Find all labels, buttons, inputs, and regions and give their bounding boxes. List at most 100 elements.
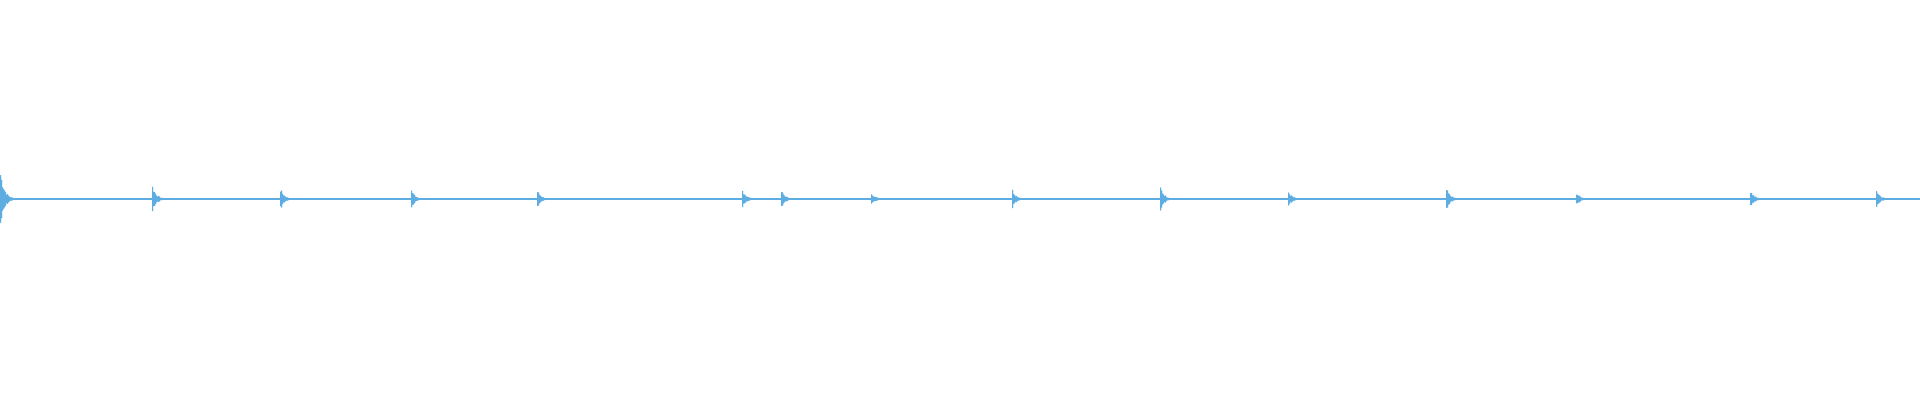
waveform-sample — [1753, 195, 1755, 203]
waveform-sample — [1889, 198, 1891, 200]
waveform-sample — [1590, 198, 1592, 200]
waveform-sample — [1292, 196, 1294, 202]
waveform-sample — [1170, 198, 1172, 200]
waveform-burst — [781, 191, 798, 207]
waveform-sample — [1302, 198, 1304, 200]
waveform-sample — [1024, 198, 1026, 200]
waveform-sample — [1161, 190, 1163, 208]
waveform-bursts — [0, 175, 1893, 223]
waveform-sample — [876, 197, 878, 201]
waveform-sample — [885, 198, 887, 200]
waveform-sample — [1017, 197, 1019, 201]
waveform-sample — [1453, 197, 1455, 201]
waveform-sample — [1758, 197, 1760, 201]
waveform-sample — [1298, 198, 1300, 200]
waveform-sample — [786, 196, 788, 202]
waveform-sample — [420, 198, 422, 200]
waveform-sample — [1754, 196, 1756, 202]
waveform-sample — [4, 190, 6, 208]
waveform-sample — [879, 198, 881, 200]
waveform-sample — [551, 198, 553, 200]
waveform-burst — [411, 190, 428, 208]
waveform-burst — [0, 175, 17, 223]
waveform-sample — [1452, 196, 1454, 202]
waveform-sample — [1164, 195, 1166, 203]
waveform-sample — [284, 195, 286, 203]
waveform-sample — [748, 197, 750, 201]
waveform-sample — [1752, 195, 1754, 203]
waveform-sample — [781, 191, 783, 207]
waveform-sample — [1591, 198, 1593, 200]
waveform-sample — [1301, 198, 1303, 200]
waveform-sample — [542, 197, 544, 201]
waveform-sample — [883, 198, 885, 200]
waveform-sample — [538, 192, 540, 206]
waveform-sample — [787, 197, 789, 201]
waveform-sample — [1448, 193, 1450, 205]
waveform-sample — [15, 198, 17, 200]
waveform-sample — [1760, 198, 1762, 200]
waveform-sample — [1016, 195, 1018, 203]
waveform-sample — [1303, 198, 1305, 200]
waveform-sample — [1878, 194, 1880, 204]
waveform-burst — [871, 194, 888, 204]
waveform-sample — [12, 197, 14, 201]
waveform-sample — [424, 198, 426, 200]
waveform-sample — [884, 198, 886, 200]
waveform-sample — [282, 193, 284, 205]
waveform-burst — [1288, 192, 1305, 206]
waveform-sample — [281, 190, 283, 208]
waveform-sample — [877, 197, 879, 201]
waveform-sample — [1751, 192, 1753, 206]
waveform-sample — [1022, 198, 1024, 200]
waveform-sample — [422, 198, 424, 200]
waveform-sample — [1173, 198, 1175, 200]
waveform-sample — [162, 197, 164, 201]
waveform-sample — [287, 197, 289, 201]
waveform-sample — [1291, 195, 1293, 203]
waveform-sample — [754, 198, 756, 200]
waveform-sample — [1888, 198, 1890, 200]
waveform-sample — [789, 198, 791, 200]
waveform-sample — [295, 198, 297, 200]
waveform-sample — [1454, 197, 1456, 201]
waveform-sample — [418, 197, 420, 201]
waveform-burst — [152, 186, 169, 212]
waveform-burst — [1446, 190, 1463, 208]
waveform-burst — [1012, 189, 1029, 209]
waveform-burst — [1576, 194, 1593, 204]
waveform-sample — [784, 195, 786, 203]
waveform-sample — [413, 193, 415, 205]
waveform-sample — [878, 198, 880, 200]
waveform-sample — [288, 197, 290, 201]
waveform-sample — [417, 197, 419, 201]
waveform-sample — [1449, 194, 1451, 204]
waveform-sample — [416, 197, 418, 201]
waveform-sample — [756, 198, 758, 200]
waveform-sample — [286, 197, 288, 201]
waveform-sample — [1588, 198, 1590, 200]
waveform-sample — [1576, 194, 1578, 204]
waveform-sample — [750, 198, 752, 200]
waveform-sample — [871, 194, 873, 204]
waveform-sample — [743, 194, 745, 204]
waveform-sample — [1300, 198, 1302, 200]
waveform-sample — [795, 198, 797, 200]
waveform-sample — [1587, 198, 1589, 200]
waveform-sample — [1883, 197, 1885, 201]
waveform-sample — [1585, 198, 1587, 200]
waveform-sample — [742, 190, 744, 208]
waveform-sample — [1167, 197, 1169, 201]
waveform-sample — [1, 179, 3, 219]
waveform-sample — [1019, 197, 1021, 201]
waveform-sample — [546, 198, 548, 200]
waveform-sample — [283, 195, 285, 203]
waveform-sample — [744, 194, 746, 204]
waveform-sample — [1160, 187, 1162, 211]
waveform-sample — [426, 198, 428, 200]
waveform-sample — [154, 192, 156, 206]
waveform-sample — [1446, 190, 1448, 208]
waveform-sample — [1764, 198, 1766, 200]
waveform-sample — [1577, 194, 1579, 204]
waveform-sample — [1299, 198, 1301, 200]
